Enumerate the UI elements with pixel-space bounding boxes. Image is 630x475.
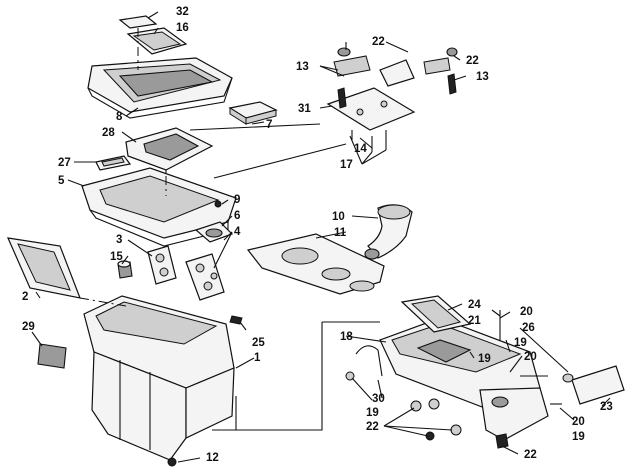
callout: 22: [524, 449, 537, 461]
side-panel-2: [7, 237, 81, 299]
screw-9: [214, 200, 222, 208]
callout: 13: [296, 61, 309, 73]
callout: 22: [372, 36, 385, 48]
callout: 19: [572, 431, 585, 443]
callout: 13: [476, 71, 489, 83]
silencer-box-1: [83, 295, 235, 467]
callout: 8: [116, 111, 123, 123]
callout: 22: [366, 421, 379, 433]
callout: 9: [234, 194, 240, 206]
callout: 16: [176, 22, 189, 34]
callout: 26: [522, 322, 535, 334]
bracket-31: [326, 87, 416, 131]
callout: 6: [234, 210, 240, 222]
callout: 3: [116, 234, 122, 246]
callout: 17: [340, 159, 353, 171]
spacer-13-right: [447, 73, 457, 95]
callout: 4: [234, 226, 241, 238]
leader-lines: [31, 11, 611, 463]
filter-cover: [87, 57, 233, 119]
flange-6: [194, 221, 234, 243]
callout: 25: [252, 337, 265, 349]
callout: 7: [266, 119, 272, 131]
solenoid-left: [333, 47, 371, 77]
plate-3: [147, 245, 177, 285]
solenoid-right: [379, 47, 458, 87]
elbow-duct-10: [364, 204, 413, 260]
callout: 32: [176, 6, 189, 18]
clip-30: [355, 345, 383, 377]
callout: 31: [298, 103, 311, 115]
callout: 12: [206, 452, 219, 464]
screw-25: [229, 315, 243, 325]
callout: 30: [372, 393, 385, 405]
callout: 19: [366, 407, 379, 419]
callout: 29: [22, 321, 35, 333]
gasket-27: [95, 155, 132, 171]
foam-block-7: [228, 101, 278, 125]
callout: 11: [334, 227, 347, 239]
callout: 27: [58, 157, 71, 169]
silencer-top-5: [81, 167, 237, 247]
callout: 19: [514, 337, 527, 349]
callout: 21: [468, 315, 481, 327]
air-duct-28: [125, 127, 214, 176]
clip-29: [37, 343, 67, 369]
callout: 20: [520, 306, 533, 318]
pad-23: [571, 365, 625, 405]
gasket-11: [246, 233, 385, 295]
callout: 5: [58, 175, 65, 187]
callout: 14: [354, 143, 367, 155]
callout: 19: [478, 353, 491, 365]
callout: 18: [340, 331, 353, 343]
filter-element-16: [126, 27, 188, 55]
callout: 28: [102, 127, 115, 139]
callout: 2: [22, 291, 28, 303]
callout: 20: [524, 351, 537, 363]
label-plate-32: [118, 15, 158, 29]
callout: 20: [572, 416, 585, 428]
callout: 1: [254, 352, 261, 364]
callout: 22: [466, 55, 479, 67]
callout: 23: [600, 401, 613, 413]
washer-26: [562, 373, 574, 383]
nut-22: [495, 433, 509, 449]
callout: 10: [332, 211, 345, 223]
spacer-13-left: [337, 87, 347, 109]
fitting-15: [117, 260, 133, 279]
callout: 15: [110, 251, 123, 263]
cover-24: [400, 295, 472, 333]
intake-housing-18: [379, 317, 549, 441]
callout-labels: 32 16 22 22 13 13 8 31 7 28 14 17 27 5 9…: [22, 6, 613, 464]
plate-4: [185, 253, 225, 301]
callout: 24: [468, 299, 481, 311]
